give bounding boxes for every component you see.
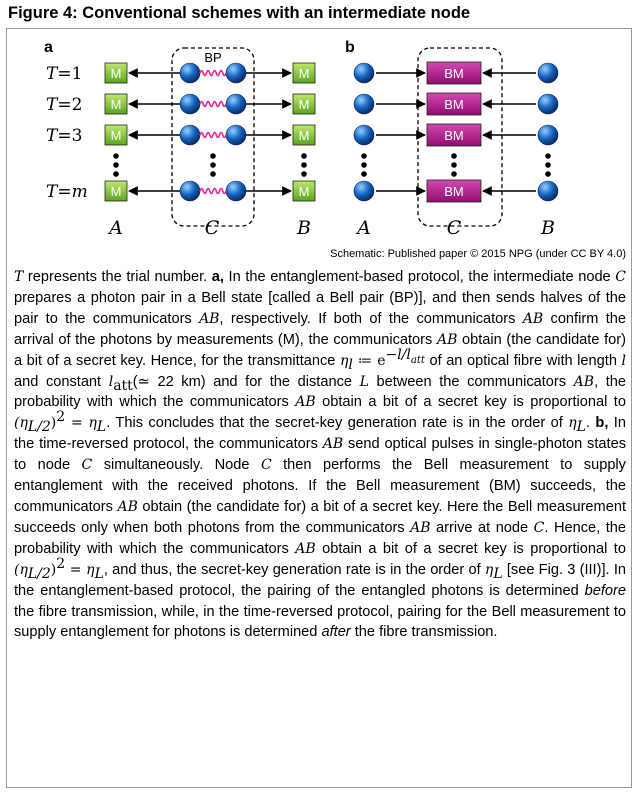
measurement-box-label: M — [299, 66, 310, 81]
trial-label: T=2 — [46, 95, 82, 115]
photon-icon — [179, 124, 201, 146]
measurement-box — [104, 93, 128, 115]
ellipsis-dot — [361, 153, 367, 159]
panel-label-b: b — [345, 39, 355, 56]
image-credit: Schematic: Published paper © 2015 NPG (u… — [330, 248, 626, 260]
bell-measurement-box-label: BM — [444, 97, 464, 112]
measurement-box-label: M — [111, 66, 122, 81]
photon-icon — [353, 93, 375, 115]
ellipsis-dot — [301, 153, 307, 159]
photon-icon — [353, 124, 375, 146]
measurement-box — [292, 124, 316, 146]
measurement-box — [104, 62, 128, 84]
photon-icon — [225, 62, 247, 84]
measurement-box-label: M — [299, 97, 310, 112]
bell-measurement-box-label: BM — [444, 184, 464, 199]
ellipsis-dot — [113, 162, 119, 168]
photon-icon — [537, 124, 559, 146]
ellipsis-dot — [113, 171, 119, 177]
bell-measurement-box-label: BM — [444, 128, 464, 143]
measurement-box — [292, 93, 316, 115]
measurement-box — [104, 180, 128, 202]
photon-icon — [179, 93, 201, 115]
caption-paragraph: T represents the trial number. a, In the… — [14, 269, 626, 641]
measurement-box-label: M — [111, 184, 122, 199]
ellipsis-dot — [361, 162, 367, 168]
photon-icon — [353, 62, 375, 84]
photon-icon — [537, 93, 559, 115]
bell-pair-label: BP — [204, 50, 221, 65]
trial-label: T=3 — [46, 126, 82, 146]
entanglement-wave-icon — [199, 100, 227, 108]
ellipsis-dot — [545, 162, 551, 168]
bell-measurement-box — [426, 179, 482, 203]
entanglement-wave-icon — [199, 187, 227, 195]
ellipsis-dot — [451, 153, 457, 159]
ellipsis-dot — [210, 171, 216, 177]
bell-measurement-box-label: BM — [444, 66, 464, 81]
measurement-box — [292, 180, 316, 202]
panel-label-a: a — [44, 39, 53, 56]
photon-icon — [225, 180, 247, 202]
entanglement-wave-icon — [199, 69, 227, 77]
ellipsis-dot — [545, 171, 551, 177]
node-label-a: A — [107, 217, 123, 239]
measurement-box — [292, 62, 316, 84]
bell-measurement-box — [426, 61, 482, 85]
figure-title: Figure 4: Conventional schemes with an i… — [8, 4, 471, 22]
ellipsis-dot — [451, 171, 457, 177]
entanglement-wave-icon — [199, 131, 227, 139]
panel-b: bBM BM BM BM A C B — [345, 39, 559, 239]
trial-label: T=1 — [46, 64, 82, 84]
photon-icon — [179, 180, 201, 202]
ellipsis-dot — [361, 171, 367, 177]
ellipsis-dot — [210, 162, 216, 168]
trial-label: T=m — [46, 182, 88, 202]
measurement-box-label: M — [111, 97, 122, 112]
measurement-box-label: M — [299, 128, 310, 143]
node-label-b: B — [296, 217, 311, 239]
intermediate-node-outline — [171, 47, 255, 227]
figure-caption: T represents the trial number. a, In the… — [14, 267, 626, 643]
measurement-box-label: M — [111, 128, 122, 143]
ellipsis-dot — [545, 153, 551, 159]
photon-icon — [225, 124, 247, 146]
node-label-c: C — [447, 217, 462, 239]
node-label-c: C — [205, 217, 220, 239]
photon-icon — [225, 93, 247, 115]
ellipsis-dot — [451, 162, 457, 168]
bell-measurement-box — [426, 92, 482, 116]
ellipsis-dot — [301, 171, 307, 177]
figure-frame — [6, 28, 632, 788]
measurement-box — [104, 124, 128, 146]
bell-measurement-box — [426, 123, 482, 147]
node-label-b: B — [540, 217, 555, 239]
node-label-a: A — [355, 217, 371, 239]
ellipsis-dot — [301, 162, 307, 168]
measurement-box-label: M — [299, 184, 310, 199]
photon-icon — [179, 62, 201, 84]
ellipsis-dot — [210, 153, 216, 159]
photon-icon — [537, 62, 559, 84]
photon-icon — [537, 180, 559, 202]
photon-icon — [353, 180, 375, 202]
ellipsis-dot — [113, 153, 119, 159]
